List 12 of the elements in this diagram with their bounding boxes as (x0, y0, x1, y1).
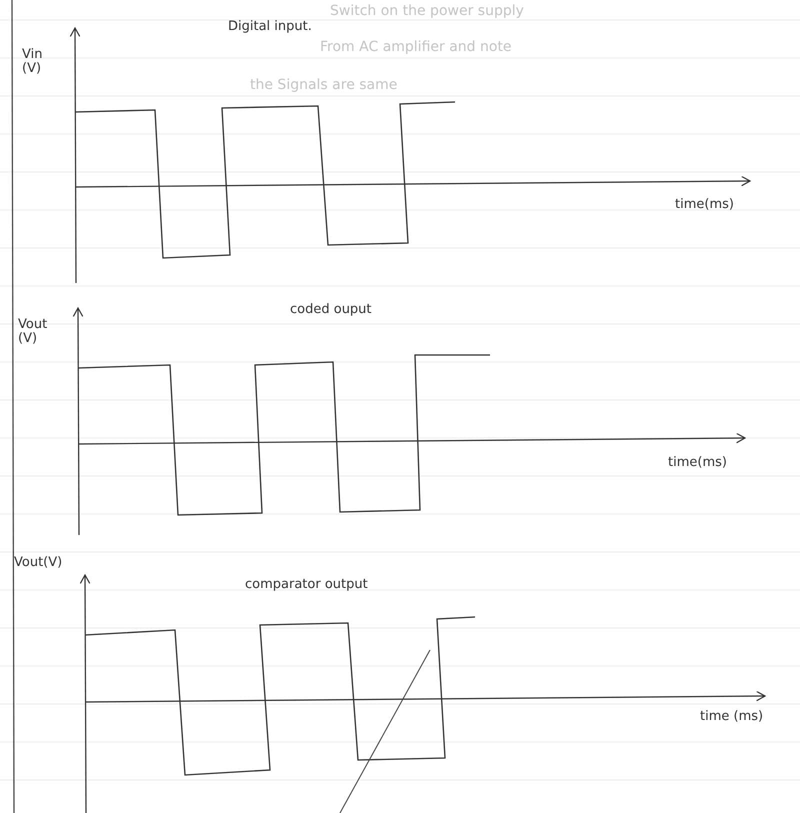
handwritten-label: coded ouput (290, 303, 372, 318)
handwritten-label: time (ms) (700, 710, 764, 724)
faded-handwriting: the Signals are same (250, 78, 398, 94)
handwritten-label: Vout (V) (18, 318, 48, 347)
faded-handwriting: Switch on the power supply (330, 4, 524, 20)
handwritten-label: time(ms) (675, 198, 734, 212)
handwritten-label: Vin (V) (22, 48, 44, 77)
handwritten-label: Digital input. (228, 20, 312, 34)
handwritten-label: time(ms) (668, 456, 727, 470)
handwritten-label: comparator output (245, 578, 368, 592)
faded-handwriting: From AC amplifier and note (320, 40, 512, 56)
handwritten-label: Vout(V) (14, 556, 62, 570)
